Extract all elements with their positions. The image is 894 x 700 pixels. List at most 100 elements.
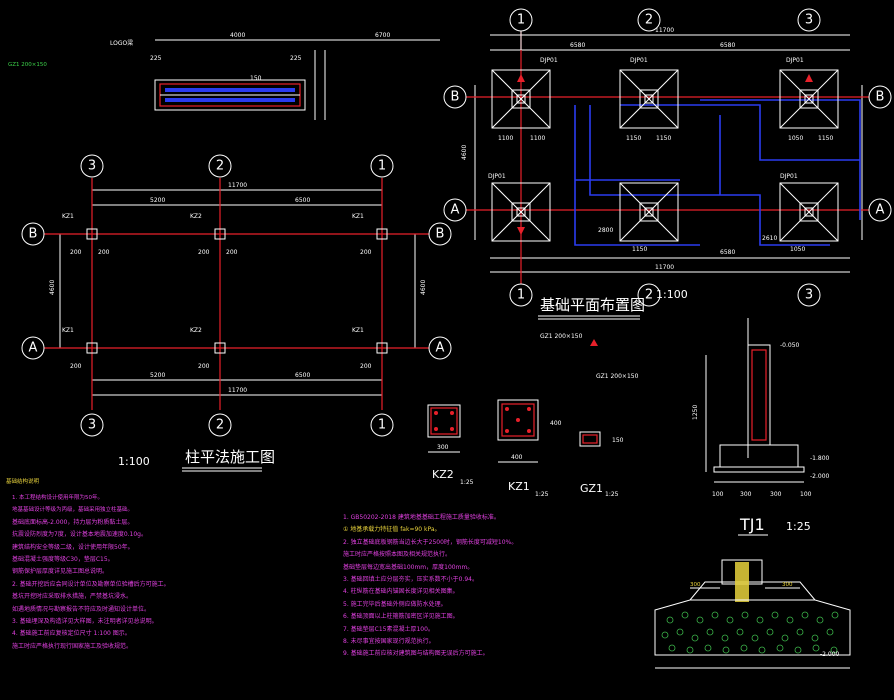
svg-text:A: A: [876, 203, 885, 218]
pad-label-b1: DJP01: [540, 57, 558, 64]
cp-dim-200-8: 200: [360, 363, 372, 370]
footing-detail: 300 300 -2.000: [654, 559, 851, 669]
pad-dim-1: 1100: [498, 135, 513, 142]
lintel-label: LOGO梁: [110, 39, 133, 47]
cp-axis-2-top: [208, 154, 232, 178]
cp-dim-left-top: 5200: [150, 197, 165, 204]
pad-label-a1: DJP01: [488, 173, 506, 180]
pad-b2: [619, 69, 679, 129]
mid-note: 1. GB50202-2018 建筑地基基础工程施工质量验收标准。: [343, 514, 500, 521]
gz1-title: GZ1: [580, 482, 603, 495]
tj1-dim-100a: 100: [712, 491, 724, 498]
cp-dim-right-bot: 6500: [295, 372, 310, 379]
cp-dim-200-3: 200: [198, 249, 210, 256]
left-note: 4. 基础施工前应复核定位尺寸 1:100 图示。: [12, 630, 131, 638]
fd-detail-elev: -2.000: [820, 651, 840, 658]
gz1-spec: GZ1 200×150: [596, 373, 639, 380]
svg-text:3: 3: [805, 13, 813, 28]
tj1-section: 1250 300 300 100 100 -0.050 -1.800 -2.00…: [692, 318, 830, 536]
svg-text:B: B: [451, 90, 460, 105]
mid-note: 施工时应严格按照本图及相关规范执行。: [343, 551, 452, 559]
pad-a1: [491, 182, 551, 242]
cp-dim-right: 4600: [420, 280, 427, 295]
pad-dim-8: 1050: [790, 246, 805, 253]
mid-note: 5. 施工完毕后基础外侧应做防水处理。: [343, 600, 447, 608]
svg-text:B: B: [29, 227, 38, 242]
foundation-note: GZ1 200×150: [540, 333, 583, 340]
mid-note: 6. 基础顶面以上柱箍筋加密区详见施工图。: [343, 613, 459, 621]
svg-text:1: 1: [378, 159, 386, 174]
cp-dim-left: 4600: [49, 280, 56, 295]
cp-dim-total-bot: 11700: [228, 387, 247, 394]
foundation-plan-scale: 1:100: [656, 288, 688, 301]
fd-dim-right-bot: 6580: [720, 249, 735, 256]
svg-text:A: A: [451, 203, 460, 218]
dim-225-b: 225: [290, 55, 302, 62]
svg-text:1: 1: [517, 13, 525, 28]
pad-a2: [619, 182, 679, 242]
kz2-dim: 300: [437, 444, 449, 451]
left-note: 1. 本工程结构设计使用年限为50年。: [12, 495, 103, 501]
cp-dim-total-top: 11700: [228, 182, 247, 189]
dim-4000: 4000: [230, 32, 245, 39]
gz1-scale: 1:25: [605, 491, 619, 498]
lintel-note-a: GZ1 200×150: [8, 62, 47, 68]
tj1-dim-300a: 300: [740, 491, 752, 498]
mid-notes: 1. GB50202-2018 建筑地基基础工程施工质量验收标准。 ① 地基承载…: [343, 512, 663, 661]
tj1-scale: 1:25: [786, 520, 811, 533]
svg-text:2: 2: [645, 288, 653, 303]
svg-text:2: 2: [216, 418, 224, 433]
tj1-dim-100b: 100: [800, 491, 812, 498]
left-note: 基础底面标高-2.000，持力层为粉质黏土层。: [12, 518, 134, 526]
svg-text:A: A: [436, 341, 445, 356]
kz1-title: KZ1: [508, 480, 530, 493]
kz1-dim-v: 400: [550, 420, 562, 427]
pad-label-b2: DJP01: [630, 57, 648, 64]
svg-text:1: 1: [517, 288, 525, 303]
cp-axis-3-bot: [80, 413, 104, 437]
fd-axis-a-left: [443, 198, 467, 222]
cp-dim-200-2: 200: [98, 249, 110, 256]
lintel-detail: 4000 6700 LOGO梁 225 225 150 GZ1 200×150: [8, 32, 440, 120]
mid-note: ① 地基承载力特征值 fak=90 kPa。: [343, 526, 441, 534]
cp-col-b2: KZ2: [190, 213, 202, 220]
fd-axis-3-top: [797, 8, 821, 32]
svg-text:B: B: [876, 90, 885, 105]
pad-label-b3: DJP01: [786, 57, 804, 64]
tj1-dim-1250: 1250: [692, 405, 699, 420]
svg-text:2: 2: [216, 159, 224, 174]
left-note: 钢筋保护层厚度详见施工图总说明。: [12, 568, 109, 576]
legend-title: 基础结构说明: [6, 477, 40, 485]
cp-axis-1-top: [370, 154, 394, 178]
pad-b3: [779, 69, 839, 129]
pad-dim-7: 1150: [632, 246, 647, 253]
cp-dim-200-6: 200: [70, 363, 82, 370]
cp-dim-right-top: 6500: [295, 197, 310, 204]
cp-col-b1: KZ1: [62, 213, 74, 220]
mid-note: 8. 未尽事宜按国家现行规范执行。: [343, 638, 435, 646]
column-sections: 300 KZ2 1:25 400 400 KZ1 1:25 150 GZ1 1:…: [427, 373, 639, 498]
tj1-elev-base: -2.000: [810, 473, 830, 480]
fd-axis-2-bot: [637, 283, 661, 307]
kz2-title: KZ2: [432, 468, 454, 481]
pad-dim-6: 1150: [818, 135, 833, 142]
tj1-dim-300b: 300: [770, 491, 782, 498]
pad-dim-9: 2800: [598, 227, 613, 234]
cp-axis-1-bot: [370, 413, 394, 437]
column-plan-scale: 1:100: [118, 455, 150, 468]
pad-dim-5: 1050: [788, 135, 803, 142]
pad-dim-3: 1150: [626, 135, 641, 142]
fd-axis-3-bot: [797, 283, 821, 307]
left-note: 施工时应严格执行现行国家施工及验收规范。: [12, 642, 133, 650]
left-note: 基础混凝土强度等级C30，垫层C15。: [12, 556, 114, 564]
cp-col-a2: KZ2: [190, 327, 202, 334]
mid-note: 2. 独立基础底板钢筋当边长大于2500时，钢筋长度可减短10%。: [343, 538, 518, 546]
cp-axis-b-left: [21, 222, 45, 246]
pad-dim-10: 2610: [762, 235, 777, 242]
cp-dim-200-4: 200: [226, 249, 238, 256]
fd-detail-dim-b: 300: [782, 582, 793, 588]
fd-axis-a-right: [868, 198, 892, 222]
mid-note: 基础垫层每边宽出基础100mm，厚度100mm。: [343, 563, 474, 571]
foundation-plan: 11700 6580 6580 11700 6580 4600: [443, 8, 892, 346]
fd-axis-b-right: [868, 85, 892, 109]
